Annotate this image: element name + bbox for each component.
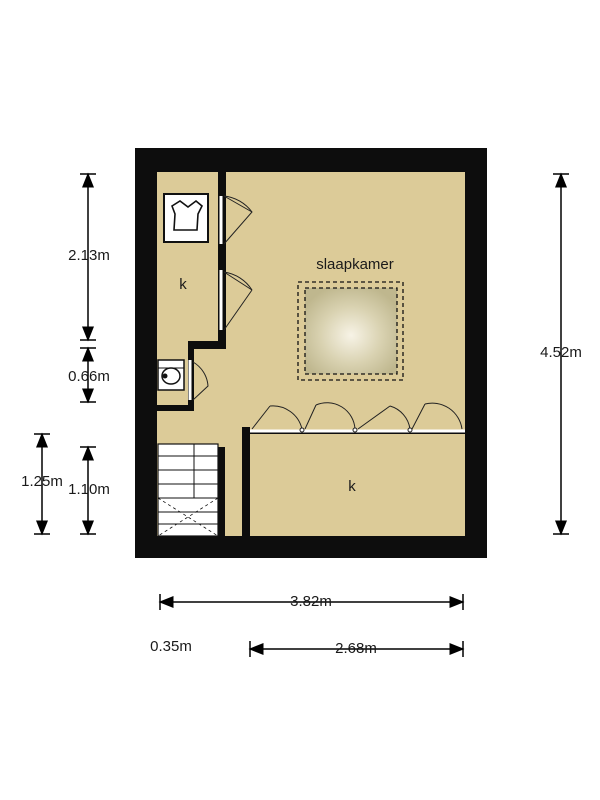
staircase-icon (157, 443, 219, 537)
closet-door-upper[interactable] (219, 195, 253, 245)
dim-left-mid (80, 346, 96, 404)
skylight-icon (297, 281, 404, 381)
sink-icon (157, 359, 185, 391)
dim-bottom-right (248, 641, 465, 657)
wall-lower-closet-left (242, 427, 250, 537)
wall-bottom-gap-mask (225, 536, 242, 558)
wall-sink-bottom (157, 405, 194, 411)
dim-label-bottom-right: 2.68m (335, 640, 377, 657)
room-label-closet-bottom: k (348, 478, 356, 495)
dim-left-stair-inner (80, 445, 96, 536)
dim-label-left-stair-outer: 1.25m (21, 473, 63, 490)
dim-left-top (80, 172, 96, 342)
folding-doors[interactable] (250, 402, 465, 433)
room-label-slaapkamer: slaapkamer (316, 256, 394, 273)
wall-stair-right (218, 447, 225, 537)
dim-label-right-height: 4.52m (540, 344, 582, 361)
wardrobe-shirt-shape (171, 199, 203, 231)
wall-closet-vertical (218, 172, 226, 347)
wall-closet-bottom (188, 341, 226, 349)
dim-label-left-mid: 0.66m (68, 368, 110, 385)
dim-label-bottom-width: 3.82m (290, 593, 332, 610)
dim-right-height (553, 172, 569, 536)
closet-door-lower[interactable] (219, 270, 253, 331)
dim-label-left-stair-inner: 1.10m (68, 481, 110, 498)
sink-door[interactable] (188, 360, 209, 401)
dim-bottom-width (158, 594, 465, 610)
room-label-closet-top: k (179, 276, 187, 293)
dim-label-bottom-small: 0.35m (150, 638, 192, 655)
dim-label-left-top: 2.13m (68, 247, 110, 264)
dim-left-stair-outer (34, 432, 50, 536)
